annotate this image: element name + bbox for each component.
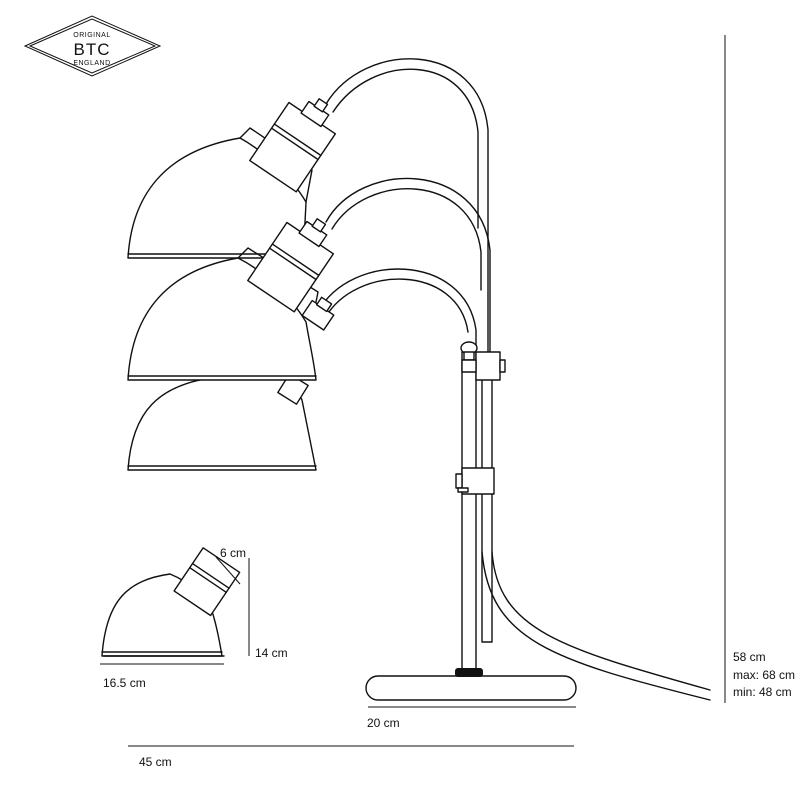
logo-diamond-inner [28,18,157,74]
arm-top [325,58,489,356]
dimension-labels: 6 cm 14 cm 16.5 cm 20 cm 45 cm 58 cm max… [103,546,795,769]
dim-base-diameter: 20 cm [367,716,400,730]
logo-brand-text: BTC [74,40,111,59]
lamp-arms [317,58,491,361]
shade-detail [101,547,241,657]
power-cable [481,551,711,701]
lamp-base [365,675,577,701]
shade-middle [127,218,335,381]
logo-top-text: ORIGINAL [73,32,110,39]
dim-total-width: 45 cm [139,755,172,769]
arm-lower [317,268,477,346]
logo-diamond-outer [23,15,162,77]
dim-height-max: max: 68 cm [733,668,795,682]
shade-lower [127,373,317,471]
dim-shade-height: 14 cm [255,646,288,660]
dim-shade-diameter: 16.5 cm [103,676,146,690]
shade-top [127,98,337,259]
lamp-stand [365,341,711,701]
arm-middle [325,177,491,361]
logo-bottom-text: ENGLAND [73,60,110,67]
dim-height: 58 cm [733,650,766,664]
dim-height-min: min: 48 cm [733,685,792,699]
dim-socket-width: 6 cm [220,546,246,560]
btc-logo: ORIGINAL BTC ENGLAND [23,15,162,77]
dimension-lines [100,35,726,747]
